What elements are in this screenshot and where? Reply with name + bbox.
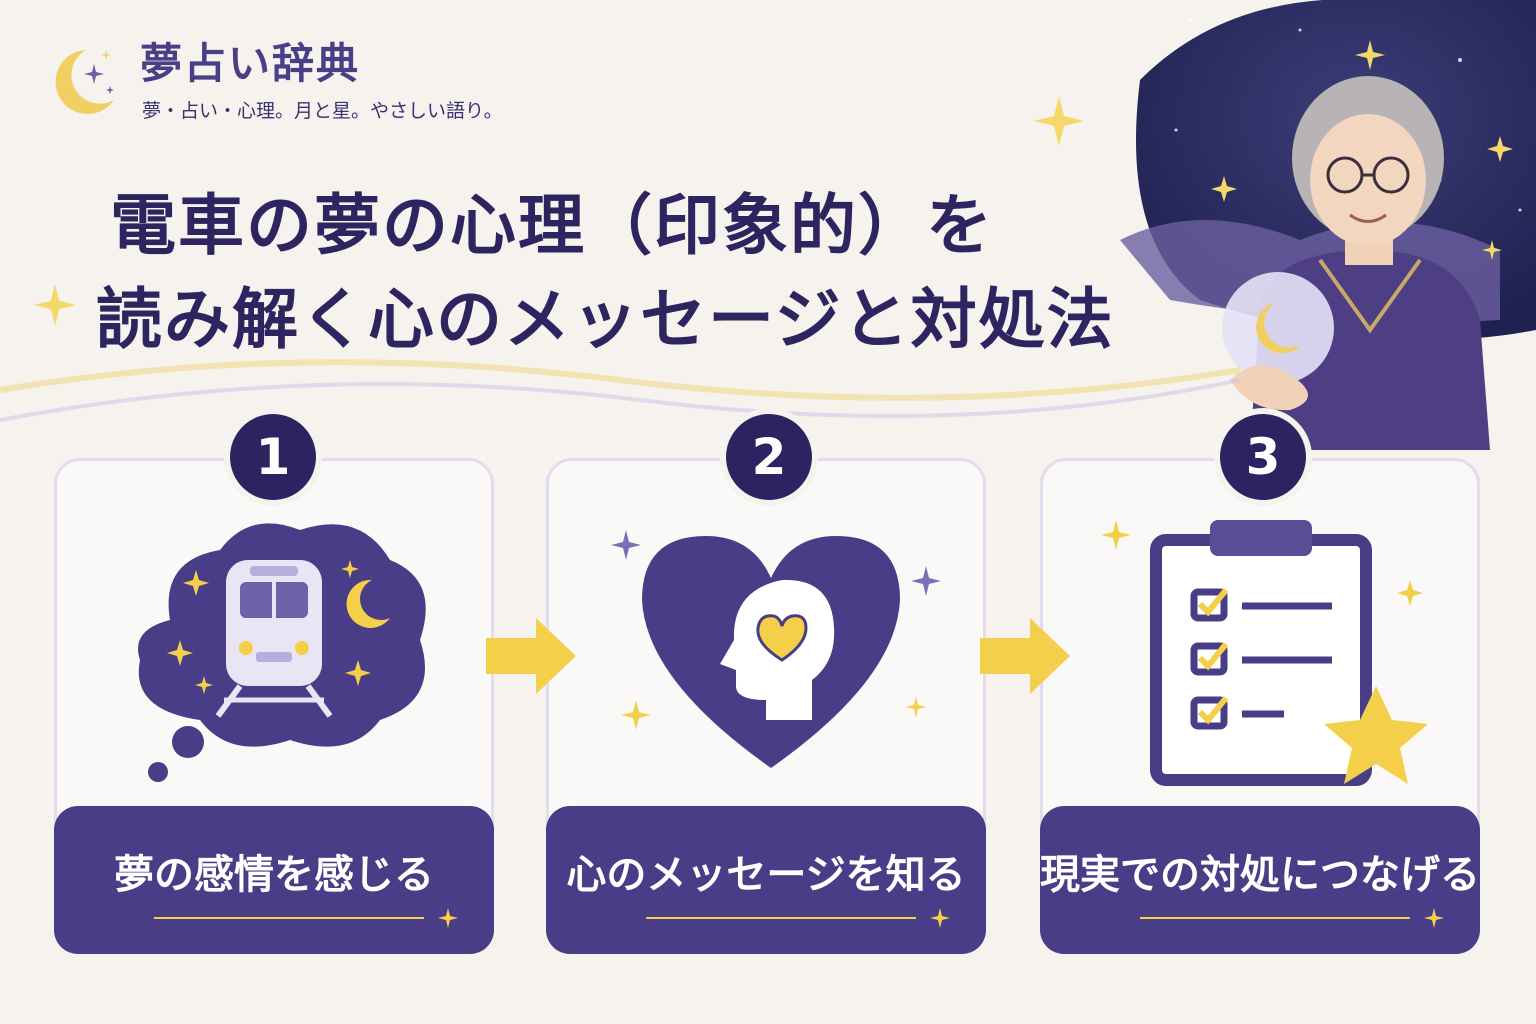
step-number-badge: 3: [1220, 414, 1306, 500]
headline-line-1: 電車の夢の心理（印象的）を: [110, 187, 994, 264]
site-title: 夢占い辞典: [140, 39, 361, 88]
site-tagline: 夢・占い・心理。月と星。やさしい語り。: [142, 100, 503, 122]
arrow-right-icon: [980, 618, 1070, 694]
checklist-clipboard-icon: [1101, 520, 1428, 786]
step-label-box: [546, 806, 986, 954]
underline-sparkle-decoration: [154, 908, 458, 928]
underline-sparkle-decoration: [646, 908, 950, 928]
step-number-badge: 2: [726, 414, 812, 500]
step-label-box: [54, 806, 494, 954]
heart-head-icon: [611, 530, 941, 768]
step-label: 心のメッセージを知る: [566, 852, 966, 898]
underline-sparkle-decoration: [1140, 908, 1444, 928]
train-dream-cloud-icon: [138, 523, 426, 782]
crescent-moon-logo-icon: [55, 50, 114, 114]
step-label-box: [1040, 806, 1480, 954]
headline-line-2: 読み解く心のメッセージと対処法: [96, 281, 1115, 358]
step-number-badge: 1: [230, 414, 316, 500]
sparkle-icon: [34, 284, 76, 326]
sparkle-icon: [1034, 96, 1084, 146]
arrow-right-icon: [486, 618, 576, 694]
step-label: 現実での対処につなげる: [1040, 852, 1480, 898]
step-label: 夢の感情を感じる: [114, 852, 434, 898]
fortune-teller-illustration: [1120, 0, 1536, 450]
decorative-wave: [0, 359, 1240, 422]
